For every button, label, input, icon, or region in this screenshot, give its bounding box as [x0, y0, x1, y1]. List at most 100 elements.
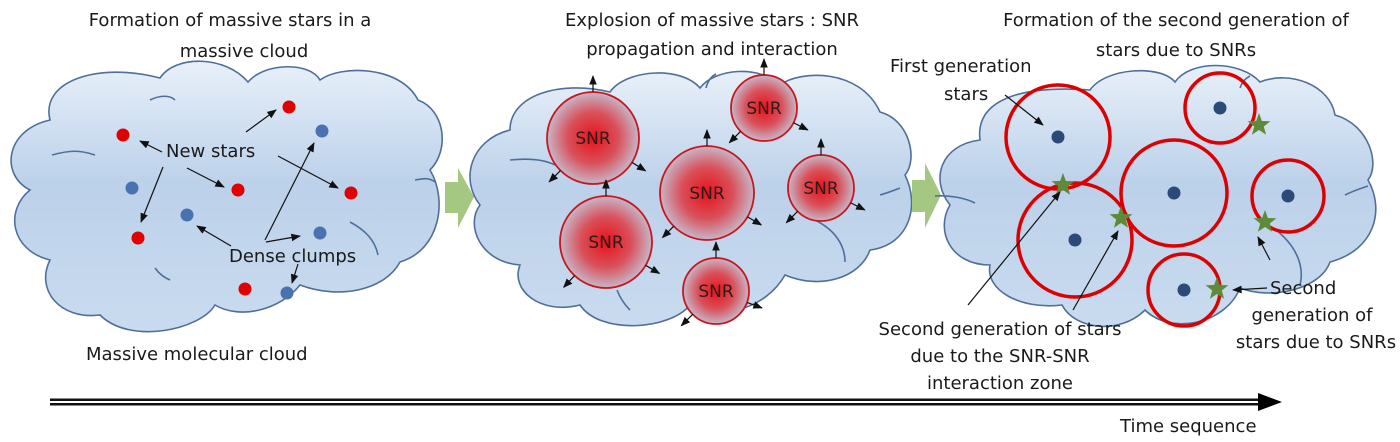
expansion-arrow: [785, 210, 799, 224]
new-star: [231, 183, 245, 197]
shell-ring: [1183, 71, 1257, 145]
first-gen-star: [1177, 283, 1191, 297]
pointer-arrow: [264, 142, 315, 241]
snr-label: SNR: [689, 184, 725, 204]
expansion-arrow: [645, 264, 661, 274]
expansion-arrow: [631, 161, 647, 172]
interaction-label-line-1: Second generation of stars: [879, 319, 1122, 340]
snr-shell-ring: [1016, 181, 1134, 299]
expansion-arrow: [728, 130, 742, 144]
second-gen-star-icon: [1051, 173, 1075, 195]
dense-clumps-label: Dense clumps: [229, 246, 356, 267]
timeline-arrow-head: [1258, 393, 1282, 411]
cloud-label: Massive molecular cloud: [86, 344, 308, 365]
timeline-label: Time sequence: [1119, 416, 1257, 437]
pointer-arrow: [1232, 285, 1268, 294]
dense-clump: [280, 286, 294, 300]
cloud-fold: [814, 219, 846, 263]
expansion-arrow: [746, 301, 763, 309]
molecular-cloud: [939, 64, 1377, 328]
cloud-fold: [509, 158, 556, 166]
snr-bubble: SNR: [680, 241, 763, 327]
panel-1: Formation of massive stars in a massive …: [10, 10, 443, 365]
cloud-fold: [705, 73, 717, 89]
pointer-arrow: [186, 167, 225, 188]
dense-clump: [315, 124, 329, 138]
dense-clump: [180, 208, 194, 222]
expansion-arrow: [850, 202, 866, 211]
molecular-cloud: [10, 60, 443, 333]
snr-shell-ring: [1183, 71, 1257, 145]
cloud-fold: [349, 221, 379, 256]
new-stars-group: [116, 100, 358, 296]
cloud-fold: [154, 267, 171, 281]
cloud-fold: [616, 289, 631, 311]
new-star: [131, 231, 145, 245]
dense-clumps-group: [125, 124, 329, 300]
first-gen-star: [1213, 101, 1227, 115]
first-gen-label-line-2: stars: [944, 84, 988, 105]
interaction-label-line-3: interaction zone: [927, 373, 1073, 394]
second-gen-label-line-1: Second: [1270, 278, 1336, 299]
first-gen-star: [1068, 233, 1082, 247]
snr-group: SNR SNR SNR SNR SNR SNR: [546, 58, 866, 327]
second-gen-star-icon: [1253, 210, 1277, 232]
new-star: [344, 186, 358, 200]
pointer-arrow: [139, 140, 163, 153]
cloud-fold: [149, 95, 176, 101]
new-star: [238, 282, 252, 296]
first-gen-star: [1051, 130, 1065, 144]
first-gen-star: [1167, 186, 1181, 200]
panel-2: Explosion of massive stars : SNR propaga…: [469, 10, 913, 327]
dense-clump: [125, 181, 139, 195]
expansion-arrow: [793, 122, 809, 131]
pointer-arrow: [196, 225, 232, 247]
pointer-arrow: [1072, 230, 1119, 311]
second-gen-star-icon: [1109, 206, 1133, 228]
expansion-arrow: [661, 225, 675, 239]
expansion-arrow: [563, 275, 576, 289]
panel-1-title-line-1: Formation of massive stars in a: [89, 10, 372, 31]
snr-shell-ring: [1119, 138, 1229, 248]
snr-label: SNR: [575, 129, 611, 149]
shell-ring: [1250, 158, 1326, 234]
snr-label: SNR: [698, 282, 734, 302]
new-star: [116, 128, 130, 142]
snr-bubble: SNR: [659, 129, 763, 241]
snr-label: SNR: [746, 99, 782, 119]
panel-1-title-line-2: massive cloud: [180, 41, 309, 62]
snr-label: SNR: [588, 233, 624, 253]
pointer-arrow: [140, 166, 164, 223]
first-gen-star: [1281, 189, 1295, 203]
snr-bubble: SNR: [546, 75, 647, 185]
interaction-label-line-2: due to the SNR-SNR: [910, 346, 1089, 367]
snr-shell-ring: [1250, 158, 1326, 234]
expansion-arrow: [680, 313, 694, 327]
cloud-fold: [51, 150, 96, 156]
cloud-fold: [1275, 229, 1302, 286]
cloud-fold: [934, 195, 976, 204]
cloud-fold: [1344, 185, 1369, 196]
shell-ring: [1119, 138, 1229, 248]
first-gen-label-line-1: First generation: [890, 56, 1032, 77]
snr-bubble: SNR: [728, 58, 809, 144]
cloud-fold: [879, 187, 901, 196]
shell-group: [1004, 71, 1326, 328]
pointer-arrow: [290, 263, 299, 284]
dense-clump: [313, 226, 327, 240]
pointer-arrow: [265, 233, 301, 243]
pointer-arrow: [1257, 236, 1271, 261]
transition-arrow-1: [445, 168, 474, 228]
second-gen-star-icon: [1247, 113, 1271, 135]
panel-3: Formation of the second generation of st…: [879, 10, 1397, 394]
timeline: Time sequence: [50, 393, 1282, 437]
panel-3-title-line-1: Formation of the second generation of: [1003, 10, 1349, 31]
pointer-arrow: [1004, 94, 1044, 126]
pointer-arrow: [245, 109, 277, 133]
expansion-arrow: [548, 170, 561, 183]
pointer-arrow: [277, 155, 339, 189]
second-gen-label-line-3: stars due to SNRs: [1236, 332, 1396, 353]
shell-ring: [1016, 181, 1134, 299]
snr-label: SNR: [803, 179, 839, 199]
